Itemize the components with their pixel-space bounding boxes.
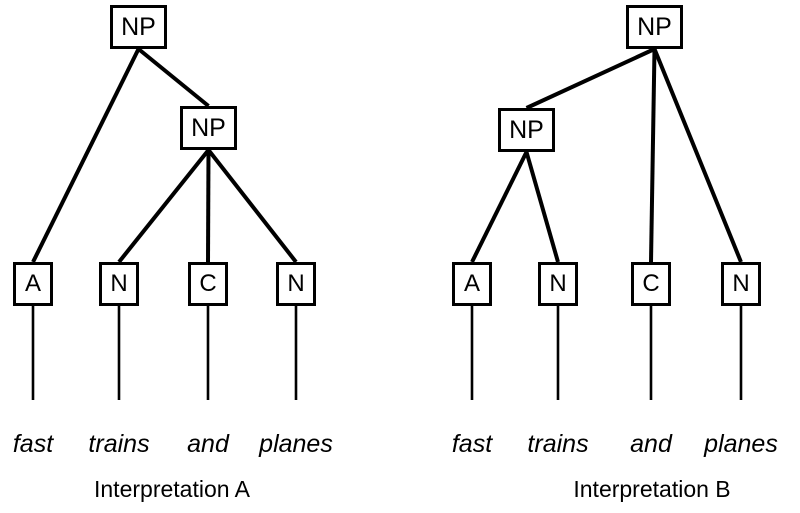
terminal-word-and: and: [630, 430, 672, 458]
tree-node-a-pos-a[interactable]: A: [13, 262, 53, 306]
tree-edge-a-np-lower-to-a-pos-n2: [206, 148, 298, 264]
node-label: C: [642, 270, 660, 297]
tree-node-b-pos-c[interactable]: C: [631, 262, 671, 306]
tree-edge-b-np-root-to-b-pos-n2: [652, 48, 743, 263]
terminal-word-fast: fast: [12, 430, 54, 458]
tree-edge-a-np-lower-to-a-pos-n1: [117, 148, 211, 264]
terminal-word-and: and: [187, 430, 229, 458]
terminal-word-trains: trains: [527, 430, 589, 458]
node-label: A: [463, 270, 480, 297]
terminal-word-planes: planes: [259, 430, 333, 458]
tree-node-a-np-lower[interactable]: NP: [180, 106, 237, 150]
node-label: N: [549, 270, 567, 297]
terminal-word-planes: planes: [704, 430, 778, 458]
node-label: A: [24, 270, 41, 297]
node-label: C: [199, 270, 217, 297]
tree-node-a-pos-c[interactable]: C: [188, 262, 228, 306]
tree-node-b-np-lower[interactable]: NP: [498, 108, 555, 152]
tree-node-b-pos-n2[interactable]: N: [721, 262, 761, 306]
node-label: N: [110, 270, 128, 297]
tree-caption-interpretation-b: Interpretation B: [573, 476, 731, 502]
tree-edge-b-np-root-to-b-np-lower: [525, 47, 656, 110]
node-label: NP: [121, 12, 156, 41]
node-label: N: [287, 270, 305, 297]
tree-node-b-pos-a[interactable]: A: [452, 262, 492, 306]
tree-node-a-pos-n2[interactable]: N: [276, 262, 316, 306]
tree-edge-b-np-lower-to-b-pos-a: [470, 151, 529, 263]
terminal-word-trains: trains: [88, 430, 150, 458]
tree-edge-a-np-root-to-a-np-lower: [137, 47, 210, 108]
node-label: NP: [191, 113, 226, 142]
terminal-word-fast: fast: [451, 430, 493, 458]
tree-node-a-pos-n1[interactable]: N: [99, 262, 139, 306]
tree-edge-b-np-lower-to-b-pos-n1: [524, 151, 560, 263]
tree-node-b-np-root[interactable]: NP: [626, 5, 683, 49]
tree-node-b-pos-n1[interactable]: N: [538, 262, 578, 306]
node-label: N: [732, 270, 750, 297]
tree-edge-a-np-root-to-a-pos-a: [31, 48, 141, 263]
tree-node-a-np-root[interactable]: NP: [110, 5, 167, 49]
tree-edge-b-np-root-to-b-pos-c: [649, 48, 657, 263]
tree-caption-interpretation-a: Interpretation A: [94, 476, 250, 502]
tree-edge-a-np-lower-to-a-pos-c: [206, 149, 211, 263]
node-label: NP: [637, 12, 672, 41]
node-label: NP: [509, 115, 544, 144]
